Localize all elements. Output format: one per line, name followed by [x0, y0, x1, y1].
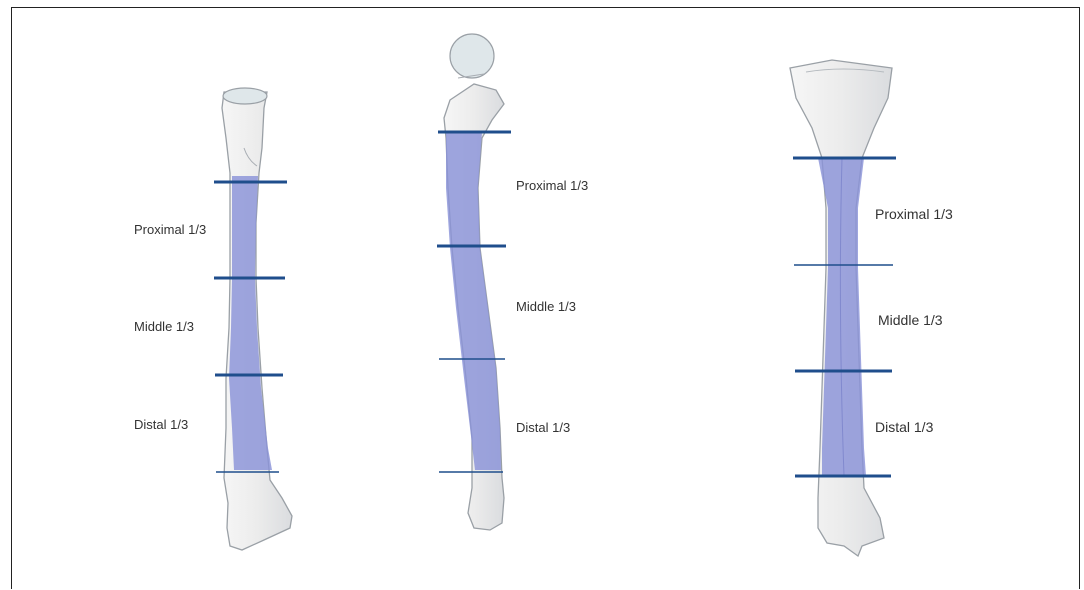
diagram-frame: Proximal 1/3 Middle 1/3 Distal 1/3 Proxi… — [11, 7, 1080, 589]
bone-2-head — [450, 34, 494, 78]
bone-2-label-proximal: Proximal 1/3 — [516, 178, 588, 193]
bone-2 — [437, 34, 511, 530]
bone-3-label-proximal: Proximal 1/3 — [875, 206, 953, 222]
bone-1-label-proximal: Proximal 1/3 — [134, 222, 206, 237]
bone-3-label-middle: Middle 1/3 — [878, 312, 943, 328]
bone-2-label-distal: Distal 1/3 — [516, 420, 570, 435]
bone-2-label-middle: Middle 1/3 — [516, 299, 576, 314]
bone-3 — [790, 60, 896, 556]
bone-1-label-distal: Distal 1/3 — [134, 417, 188, 432]
bone-1 — [214, 88, 292, 550]
bone-1-head — [223, 88, 267, 104]
bone-1-label-middle: Middle 1/3 — [134, 319, 194, 334]
bone-2-shaft-highlight — [446, 132, 501, 470]
bone-3-label-distal: Distal 1/3 — [875, 419, 933, 435]
